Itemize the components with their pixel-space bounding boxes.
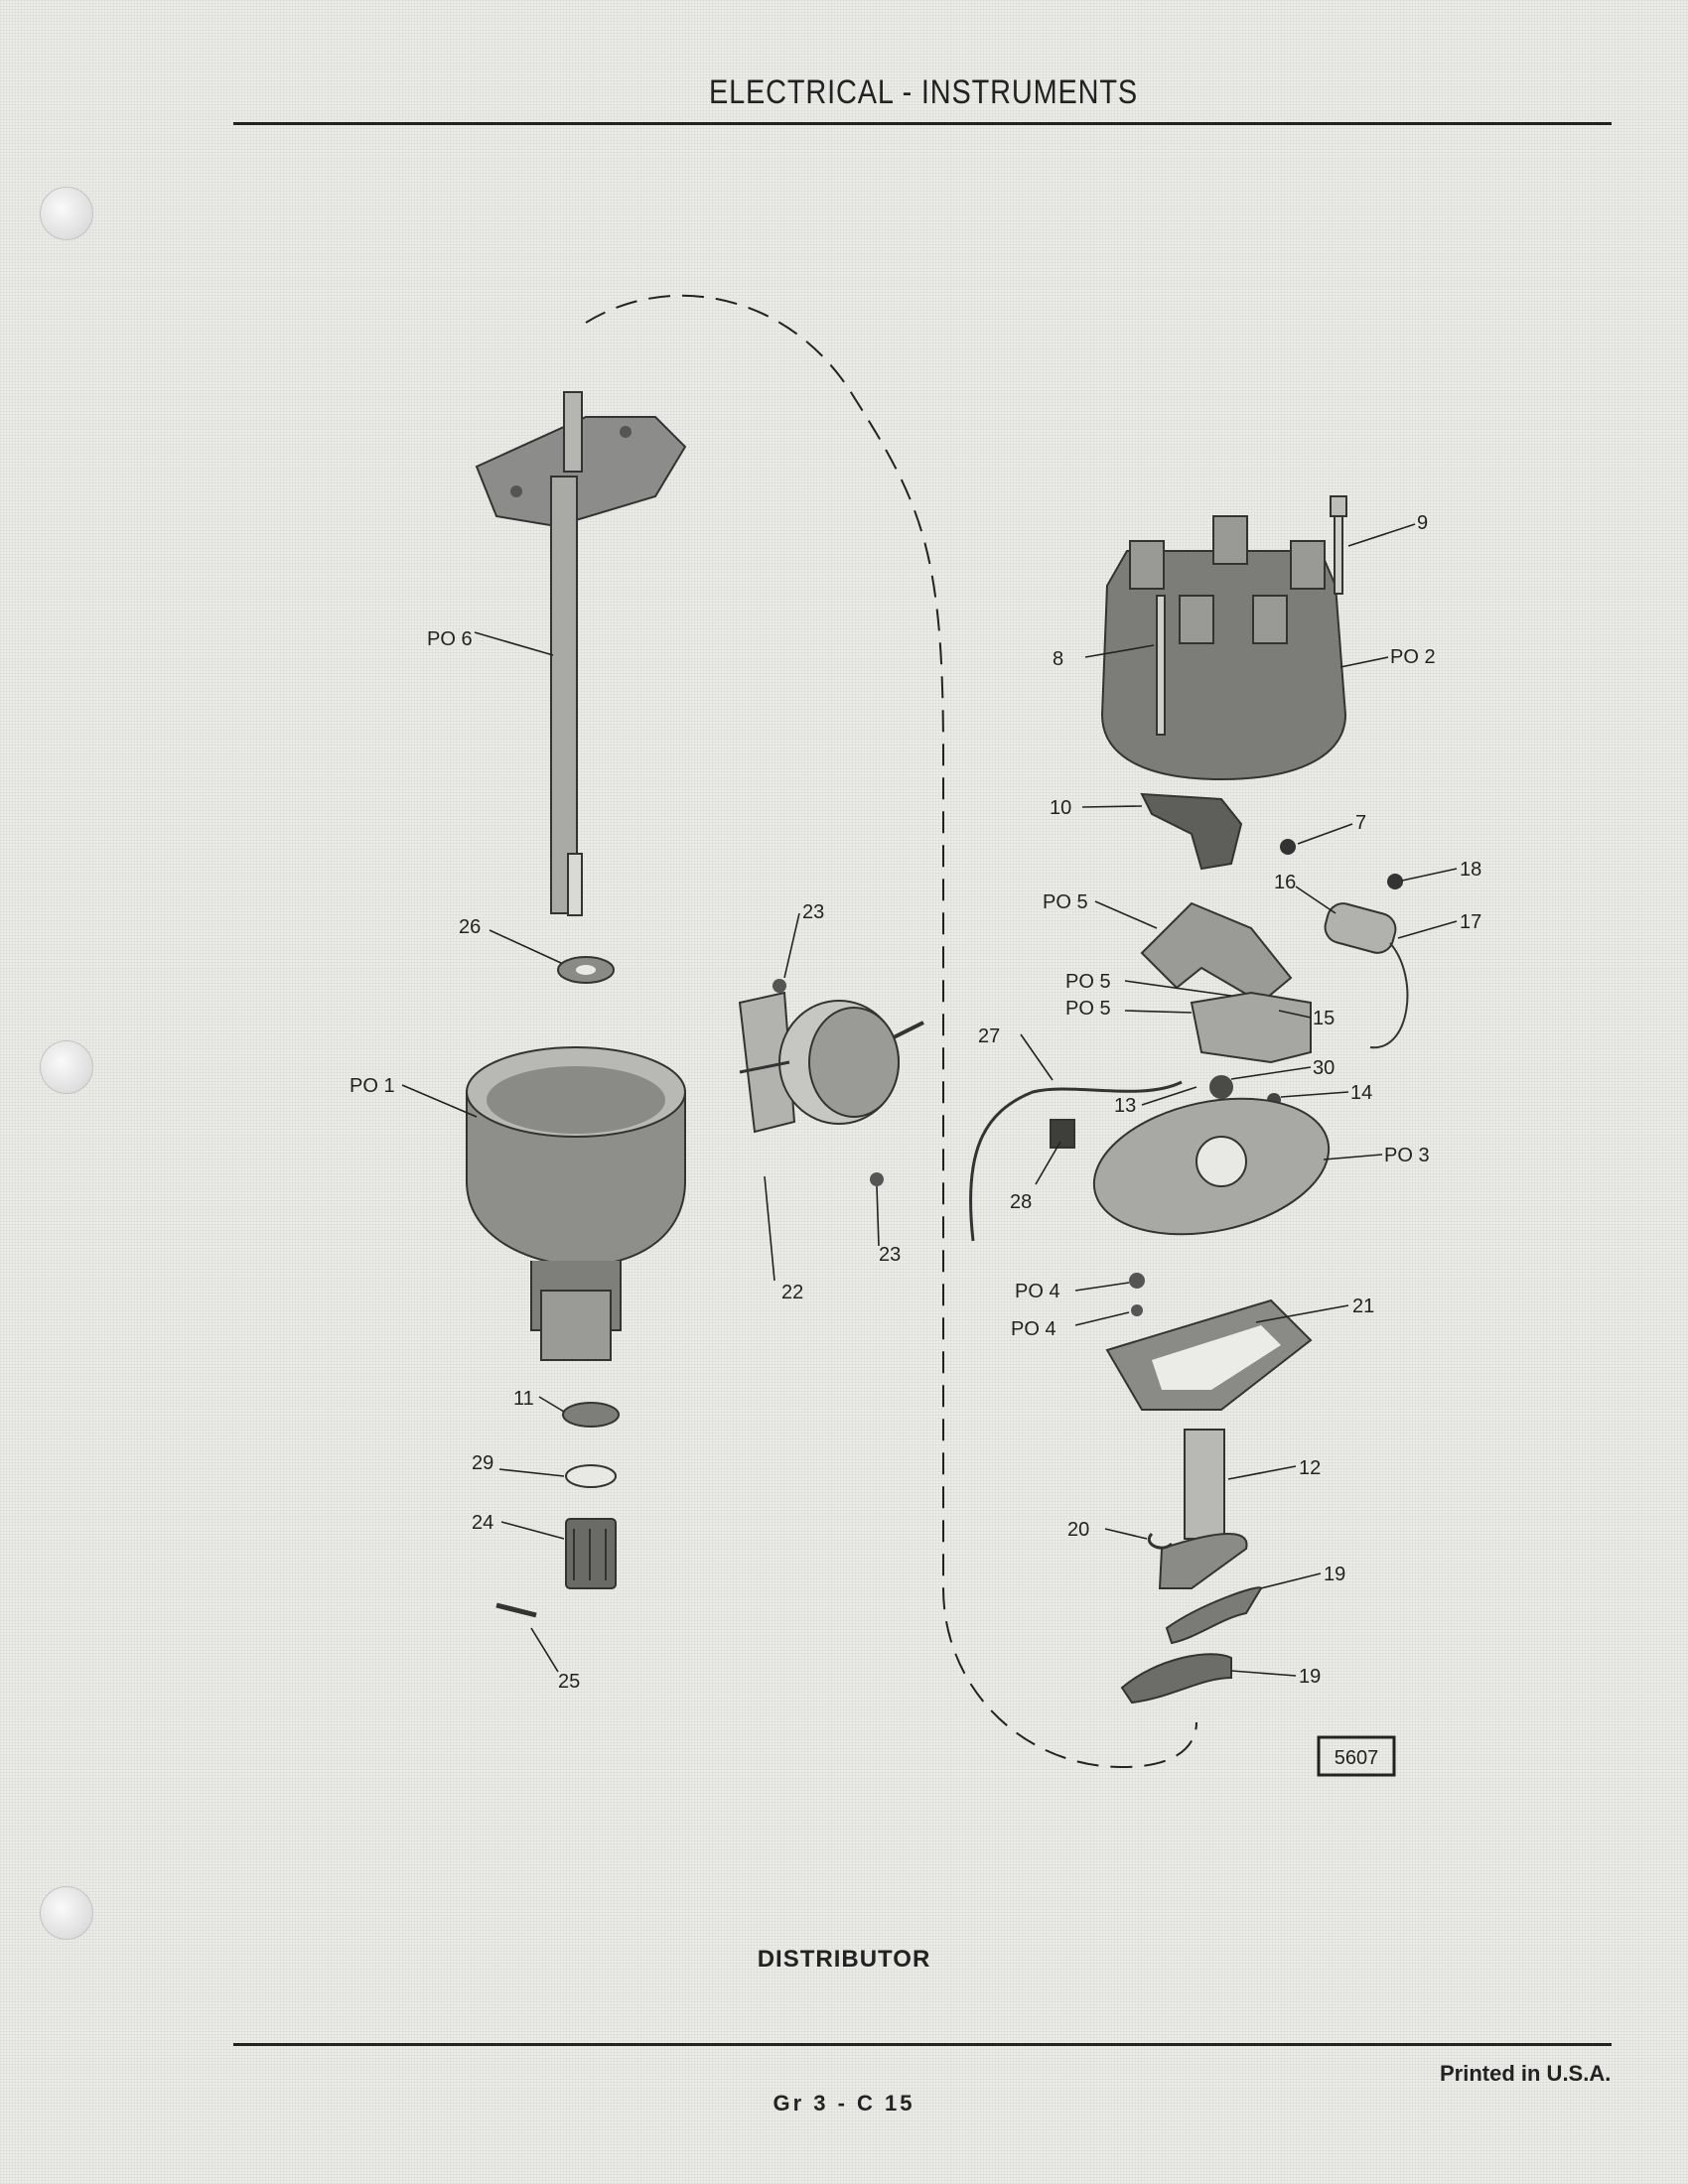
callout-22: 22 [781,1282,803,1303]
callout-16: 16 [1274,872,1296,893]
callout-14: 14 [1350,1082,1372,1104]
callout-po3: PO 3 [1384,1145,1430,1166]
callout-30: 30 [1313,1057,1335,1079]
screw-8 [1156,595,1166,736]
bolt-9 [1330,495,1347,595]
callout-15: 15 [1313,1008,1335,1029]
figure-number: 5607 [1335,1747,1379,1769]
cam-12 [1158,1429,1248,1589]
screw-po4 [1129,1273,1145,1289]
callout-po4-a: PO 4 [1015,1281,1060,1302]
callout-27: 27 [978,1025,1000,1047]
washer-29 [565,1464,617,1488]
callout-9: 9 [1417,512,1428,534]
callout-8: 8 [1053,648,1063,670]
vacuum-advance-part [738,991,924,1134]
shaft-plate-part [475,391,687,916]
distributor-housing-part [466,1046,686,1361]
retainer-20 [1148,1532,1174,1550]
assembly-path [585,294,1197,1769]
washer-11 [562,1402,620,1428]
screw-23-bottom [870,1172,884,1186]
footer-rule [233,2043,1612,2046]
printed-note: Printed in U.S.A. [1440,2061,1612,2086]
nut-7 [1280,839,1296,855]
callout-10: 10 [1050,797,1071,819]
callout-7: 7 [1355,812,1366,834]
page-reference: Gr 3 - C 15 [773,2091,915,2116]
callout-po5-b: PO 5 [1065,971,1111,993]
points-bracket-part [1190,991,1312,1064]
rotor-10 [1140,792,1243,871]
callout-25: 25 [558,1671,580,1693]
binder-hole-top [40,187,93,240]
callout-18: 18 [1460,859,1481,881]
callout-po2: PO 2 [1390,646,1436,668]
weight-19-upper [1165,1586,1263,1645]
weight-19-lower [1120,1653,1232,1705]
washer-po4 [1131,1304,1143,1316]
callout-17: 17 [1460,911,1481,933]
callout-23-top: 23 [802,901,824,923]
screw-23-top [773,979,786,993]
callout-13: 13 [1114,1095,1136,1117]
breaker-plate-part [1092,1097,1331,1236]
callout-23-bottom: 23 [879,1244,901,1266]
callout-28: 28 [1010,1191,1032,1213]
callout-po5-c: PO 5 [1065,998,1111,1020]
callout-po4-b: PO 4 [1011,1318,1056,1340]
grommet-28 [1050,1119,1075,1149]
callout-12: 12 [1299,1457,1321,1479]
condenser-part [1324,902,1409,1049]
binder-hole-bottom [40,1886,93,1940]
figure-caption: DISTRIBUTOR [757,1946,931,1973]
callout-po5-a: PO 5 [1043,891,1088,913]
callout-20: 20 [1067,1519,1089,1541]
roll-pin-25 [495,1602,537,1618]
breaker-points-part [1140,901,1293,1005]
section-title: ELECTRICAL - INSTRUMENTS [708,73,1138,111]
callout-po1: PO 1 [350,1075,395,1097]
callout-26: 26 [459,916,481,938]
cam-felt-30 [1209,1075,1233,1099]
screw-18 [1387,874,1403,889]
callout-21: 21 [1352,1296,1374,1317]
figure-number-box [1317,1735,1396,1777]
header-rule [233,122,1612,125]
primary-lead-27 [969,1080,1183,1242]
callout-11: 11 [513,1388,534,1410]
callout-19-b: 19 [1299,1666,1321,1688]
callout-po6: PO 6 [427,628,473,650]
callout-29: 29 [472,1452,493,1474]
drive-gear-part [565,1518,617,1589]
callout-24: 24 [472,1512,493,1534]
binder-hole-middle [40,1040,93,1094]
callout-19-a: 19 [1324,1564,1345,1585]
